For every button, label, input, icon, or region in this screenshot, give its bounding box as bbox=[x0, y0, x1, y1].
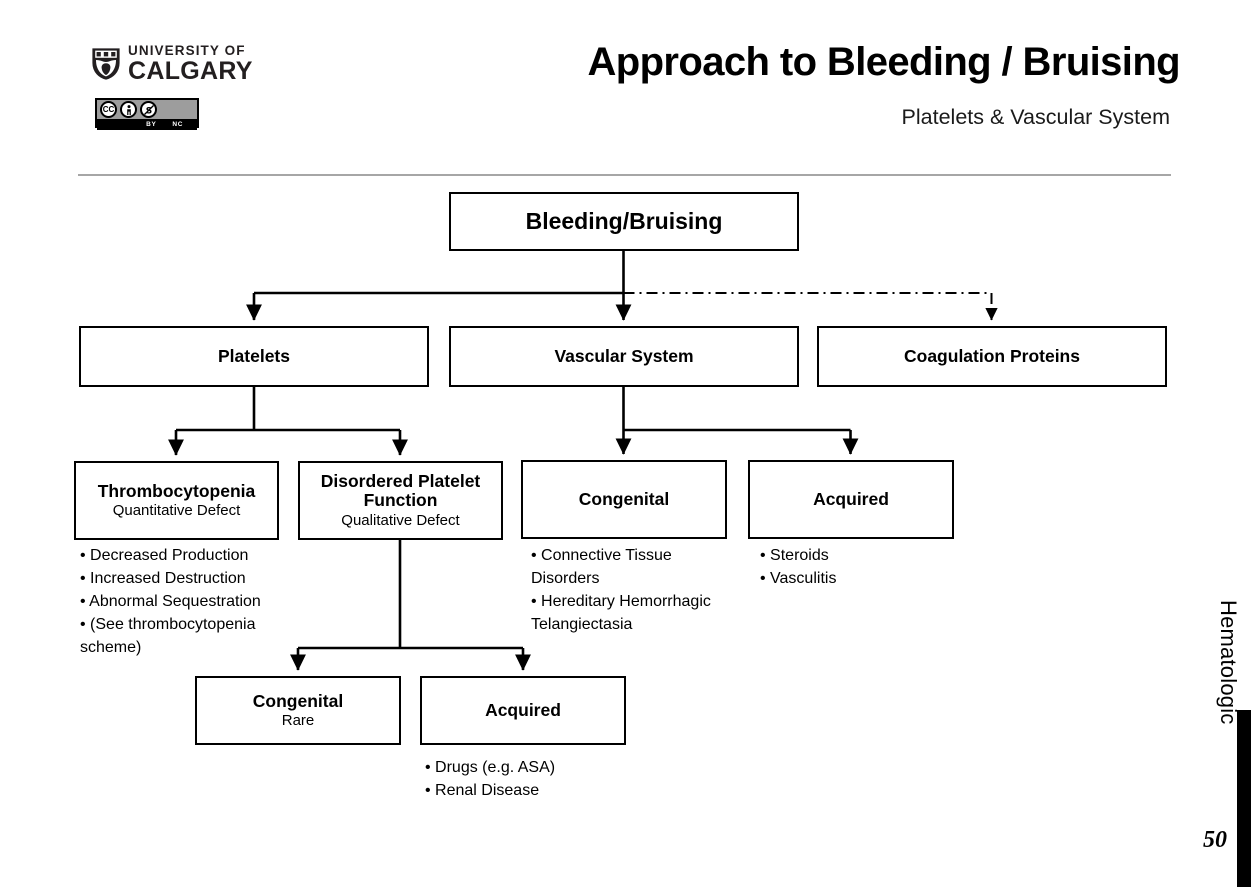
cc-badge-icons: CC S bbox=[97, 100, 197, 119]
section-accent-bar bbox=[1237, 710, 1251, 887]
node-subtitle: Quantitative Defect bbox=[112, 502, 241, 520]
node-title: Acquired bbox=[813, 488, 889, 509]
node-bleeding-bruising[interactable]: Bleeding/Bruising bbox=[449, 192, 799, 251]
university-logo-block: UNIVERSITY OF CALGARY CC S BY NC bbox=[92, 44, 332, 139]
node-disordered-platelet-function[interactable]: Disordered Platelet Function Qualitative… bbox=[298, 461, 503, 540]
page-title: Approach to Bleeding / Bruising bbox=[587, 40, 1180, 84]
cc-badge-labels: BY NC bbox=[97, 119, 197, 130]
list-item: • Drugs (e.g. ASA) bbox=[425, 759, 556, 776]
university-wordmark-line2: CALGARY bbox=[128, 56, 253, 85]
page-subtitle: Platelets & Vascular System bbox=[901, 105, 1170, 129]
list-item: • Vasculitis bbox=[760, 570, 837, 588]
bullet-list-thrombocytopenia: • Decreased Production • Increased Destr… bbox=[80, 544, 295, 659]
list-item: • (See thrombocytopenia scheme) bbox=[80, 616, 256, 657]
node-title: Coagulation Proteins bbox=[904, 345, 1080, 366]
bullet-list-vascular-congenital: • Connective Tissue Disorders • Heredita… bbox=[531, 544, 741, 636]
node-platelet-acquired[interactable]: Acquired bbox=[420, 676, 626, 745]
list-item: • Decreased Production bbox=[80, 547, 249, 564]
list-item: • Renal Disease bbox=[425, 782, 540, 800]
bullet-list-vascular-acquired: • Steroids • Vasculitis bbox=[760, 544, 940, 590]
bullet-list-platelet-acquired: • Drugs (e.g. ASA) • Renal Disease bbox=[425, 756, 645, 802]
node-vascular-congenital[interactable]: Congenital bbox=[521, 460, 727, 539]
node-title: Disordered Platelet Function bbox=[320, 470, 481, 511]
header-divider bbox=[78, 174, 1171, 176]
university-wordmark: UNIVERSITY OF CALGARY bbox=[128, 44, 253, 84]
cc-by-label: BY bbox=[146, 121, 157, 128]
node-thrombocytopenia[interactable]: Thrombocytopenia Quantitative Defect bbox=[74, 461, 279, 540]
node-title: Platelets bbox=[218, 345, 290, 366]
list-item: • Hereditary Hemorrhagic Telangiectasia bbox=[531, 593, 711, 634]
node-title: Vascular System bbox=[554, 345, 694, 366]
edge-root-to-coag-line bbox=[623, 292, 993, 312]
svg-text:S: S bbox=[145, 106, 151, 116]
node-title: Bleeding/Bruising bbox=[525, 207, 723, 234]
page-number: 50 bbox=[1203, 827, 1227, 853]
node-title: Thrombocytopenia bbox=[97, 480, 256, 501]
section-label: Hematologic bbox=[1216, 600, 1241, 725]
node-title: Congenital bbox=[252, 690, 344, 711]
node-subtitle: Rare bbox=[281, 712, 315, 730]
cc-nc-label: NC bbox=[172, 121, 183, 128]
node-platelet-congenital[interactable]: Congenital Rare bbox=[195, 676, 401, 745]
node-subtitle: Qualitative Defect bbox=[341, 511, 460, 529]
node-title: Acquired bbox=[485, 699, 561, 720]
uofc-shield-icon bbox=[92, 48, 120, 80]
cc-by-person-icon bbox=[120, 101, 137, 118]
node-vascular-system[interactable]: Vascular System bbox=[449, 326, 799, 387]
node-platelets[interactable]: Platelets bbox=[79, 326, 429, 387]
cc-logo-icon: CC bbox=[100, 101, 117, 118]
university-wordmark-line1: UNIVERSITY OF bbox=[128, 43, 246, 58]
university-of-calgary-logo: UNIVERSITY OF CALGARY bbox=[92, 44, 253, 84]
list-item: • Abnormal Sequestration bbox=[80, 593, 261, 611]
list-item: • Steroids bbox=[760, 547, 829, 564]
list-item: • Increased Destruction bbox=[80, 570, 246, 588]
node-coagulation-proteins[interactable]: Coagulation Proteins bbox=[817, 326, 1167, 387]
creative-commons-license-badge: CC S BY NC bbox=[95, 98, 199, 130]
node-title: Congenital bbox=[578, 488, 670, 509]
cc-nc-dollar-slash-icon: S bbox=[140, 101, 157, 118]
list-item: • Connective Tissue Disorders bbox=[531, 547, 672, 588]
node-vascular-acquired[interactable]: Acquired bbox=[748, 460, 954, 539]
